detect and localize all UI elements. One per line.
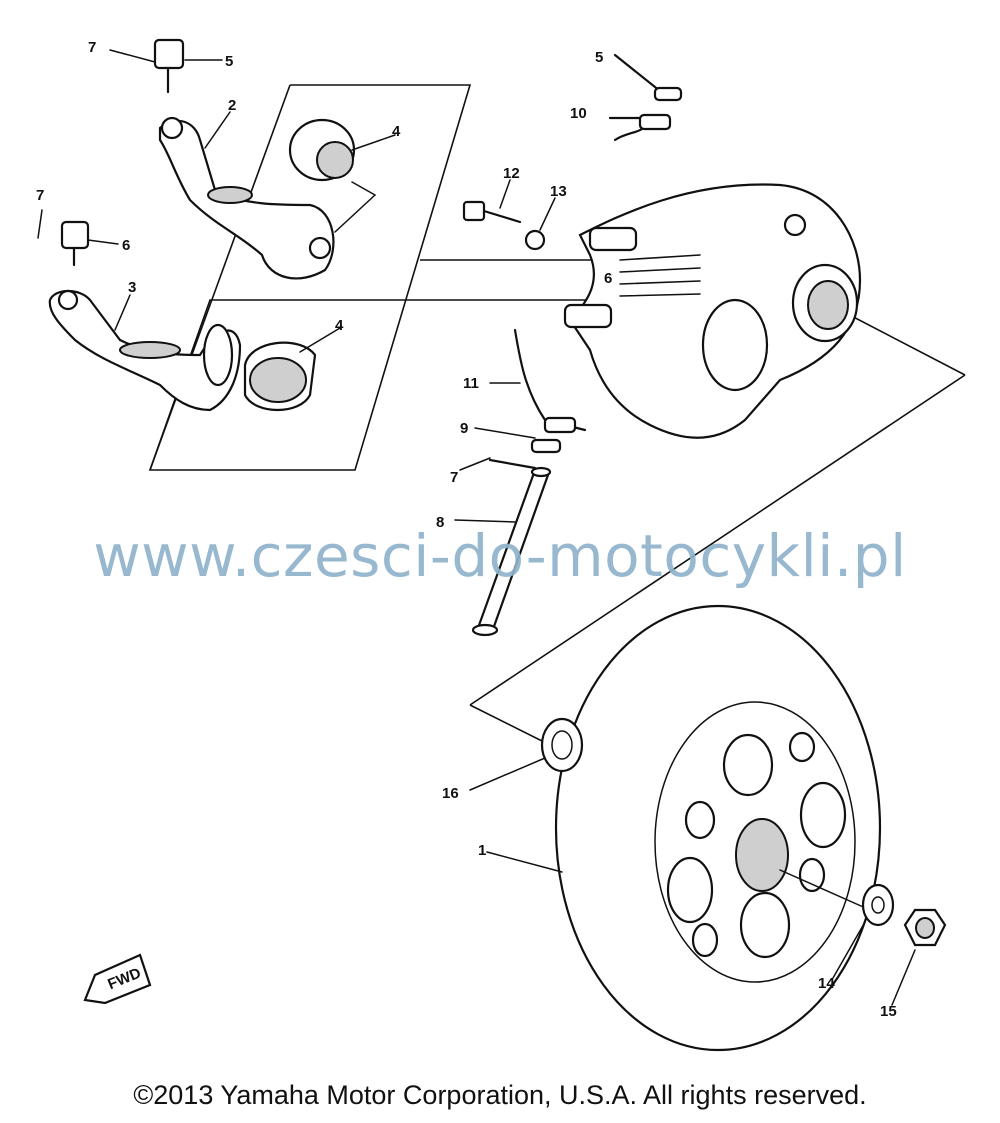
callout-4: 4	[335, 317, 344, 334]
grouping-frames	[148, 84, 966, 751]
brake-disc	[554, 604, 882, 1052]
brake-pad-upper	[288, 118, 356, 182]
caliper-arm-upper	[158, 116, 335, 280]
spring-clip	[608, 113, 672, 142]
callout-6: 6	[122, 237, 130, 254]
shaft	[471, 466, 552, 637]
leader-lines	[37, 49, 916, 1006]
washer	[524, 229, 546, 251]
callout-labels: 7 5 2 4 7 6 3 4 5 10 12 13 6 11 9 7 8 16…	[36, 39, 897, 1020]
copyright-notice: ©2013 Yamaha Motor Corporation, U.S.A. A…	[133, 1080, 867, 1110]
callout-1: 1	[478, 842, 486, 859]
callout-14: 14	[818, 975, 835, 992]
callout-9: 9	[460, 420, 468, 437]
callout-15: 15	[880, 1003, 897, 1020]
spring-top	[613, 53, 683, 102]
callout-11: 11	[463, 375, 479, 392]
spring-lower	[513, 328, 587, 434]
caliper-housing	[563, 183, 862, 439]
bleed-nut-upper	[153, 38, 185, 94]
callout-5: 5	[225, 53, 233, 70]
callout-10: 10	[570, 105, 587, 122]
caliper-arm-lower	[48, 289, 242, 412]
callout-7: 7	[450, 469, 458, 486]
axle-nut	[903, 908, 947, 947]
watermark: www.czesci-do-motocykli.pl	[93, 522, 907, 590]
callout-16: 16	[442, 785, 459, 802]
callout-12: 12	[503, 165, 520, 182]
bleed-nut-lower	[60, 220, 90, 267]
pin-clip	[488, 438, 562, 470]
callout-7: 7	[88, 39, 96, 56]
callout-2: 2	[228, 97, 236, 114]
callout-8: 8	[436, 514, 444, 531]
callout-4: 4	[392, 123, 401, 140]
brake-pad-lower	[243, 341, 317, 412]
forward-direction-arrow: FWD	[83, 953, 152, 1005]
spacer-ring	[540, 717, 584, 773]
callout-5: 5	[595, 49, 603, 66]
callout-13: 13	[550, 183, 567, 200]
callout-7: 7	[36, 187, 44, 204]
axle-washer	[861, 883, 895, 927]
callout-3: 3	[128, 279, 136, 296]
bolt	[462, 200, 522, 224]
callout-6: 6	[604, 270, 612, 287]
